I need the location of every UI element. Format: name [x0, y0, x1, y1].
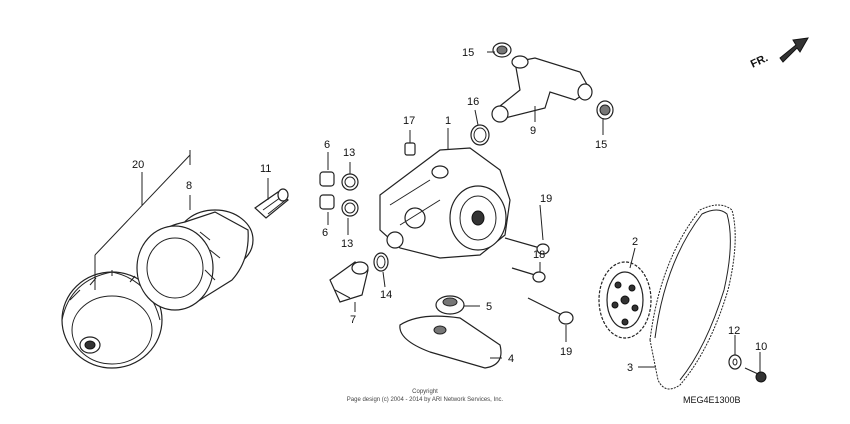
label-18: 18 — [533, 249, 545, 261]
label-13b: 13 — [341, 238, 353, 250]
label-15b: 15 — [595, 139, 607, 151]
callout-labels: 1 2 3 4 5 6 6 7 8 9 10 11 12 13 13 14 15… — [132, 47, 767, 374]
sprocket-bolt — [744, 367, 767, 383]
label-6b: 6 — [322, 227, 328, 239]
label-6a: 6 — [324, 139, 330, 151]
leader-lines — [94, 51, 761, 372]
bolts-19 — [504, 237, 574, 325]
label-2: 2 — [632, 236, 638, 248]
dowel-pins — [319, 171, 335, 210]
o-rings-13 — [341, 173, 359, 217]
pump-sprocket — [598, 261, 652, 339]
bolt-18 — [511, 267, 546, 283]
label-19b: 19 — [560, 346, 572, 358]
label-12: 12 — [728, 325, 740, 337]
label-13a: 13 — [343, 147, 355, 159]
label-9: 9 — [530, 125, 536, 137]
diagram-code: MEG4E1300B — [683, 395, 741, 405]
label-5: 5 — [486, 301, 492, 313]
o-ring-16 — [470, 124, 490, 146]
filter-stud — [254, 188, 289, 219]
copyright-line-2: Page design (c) 2004 - 2014 by ARI Netwo… — [347, 397, 504, 403]
label-1: 1 — [445, 115, 451, 127]
oil-pipe-joint — [491, 55, 593, 123]
drive-chain — [649, 204, 736, 390]
grommet — [435, 295, 465, 315]
oil-filter-cover — [61, 270, 163, 369]
label-10: 10 — [755, 341, 767, 353]
dowel-17 — [404, 142, 416, 156]
label-3: 3 — [627, 362, 633, 374]
front-arrow-label: FR. — [749, 52, 770, 70]
label-4: 4 — [508, 353, 514, 365]
o-ring-14 — [373, 252, 389, 272]
relief-valve — [329, 261, 369, 303]
label-7: 7 — [350, 314, 356, 326]
label-15a: 15 — [462, 47, 474, 59]
oil-filter — [136, 209, 254, 311]
label-17: 17 — [403, 115, 415, 127]
label-14: 14 — [380, 289, 392, 301]
label-16: 16 — [467, 96, 479, 108]
label-19a: 19 — [540, 193, 552, 205]
label-20: 20 — [132, 159, 144, 171]
copyright-line-1: Copyright — [412, 389, 438, 395]
oil-strainer — [399, 315, 502, 369]
label-11: 11 — [260, 163, 271, 175]
o-rings-15 — [492, 42, 614, 120]
washer — [728, 354, 742, 370]
front-direction-arrow: FR. — [749, 37, 809, 71]
label-8: 8 — [186, 180, 192, 192]
oil-pump-assembly — [379, 147, 511, 259]
